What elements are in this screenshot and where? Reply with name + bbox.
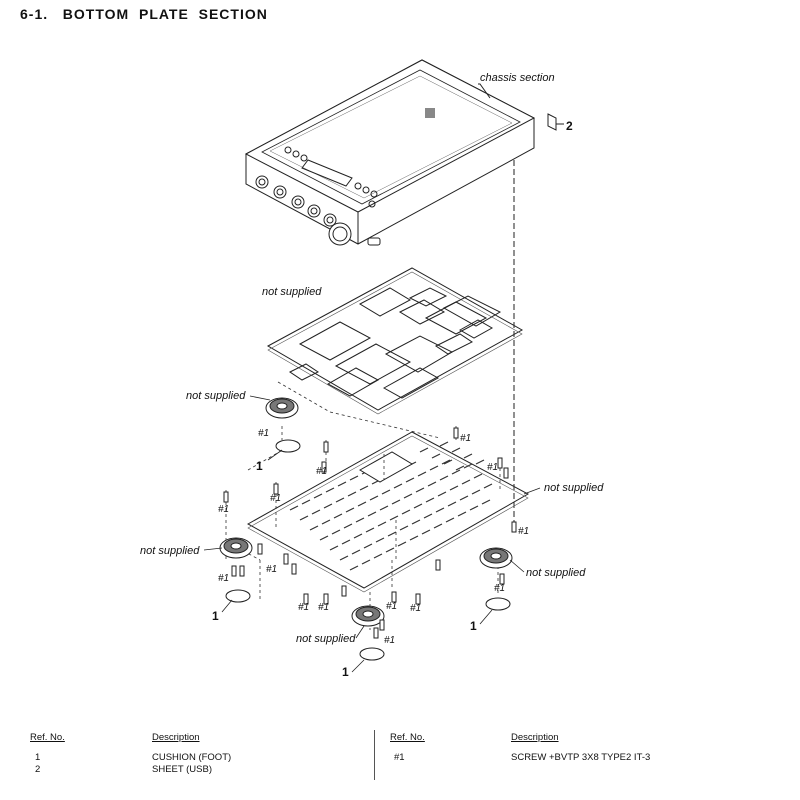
- label-ref-1-front: 1: [342, 665, 349, 679]
- chassis-unit: [244, 59, 536, 246]
- exploded-diagram: chassis section 2 not supplied not suppl…: [140, 59, 604, 679]
- part-description: CUSHION (FOOT): [152, 752, 232, 763]
- label-chassis-section: chassis section: [480, 72, 555, 84]
- screw-label: #1: [270, 493, 281, 504]
- parts-list: Ref. No. Description Ref. No. Descriptio…: [0, 728, 800, 800]
- screw-label: #1: [518, 526, 529, 537]
- part-description: SCREW +BVTP 3X8 TYPE2 IT-3: [511, 752, 651, 763]
- page-title: 6-1. BOTTOM PLATE SECTION: [20, 6, 268, 22]
- part-ref: 2: [35, 764, 41, 775]
- screw-label: #1: [487, 462, 498, 473]
- label-not-supplied-foot-right: not supplied: [526, 567, 586, 579]
- table-divider: [374, 730, 375, 780]
- foot-right: [479, 547, 513, 611]
- part-ref: #1: [394, 752, 405, 763]
- part-description: SHEET (USB): [152, 764, 213, 775]
- screw-label: #1: [318, 602, 329, 613]
- screw-label: #1: [316, 466, 327, 477]
- label-not-supplied-foot-rear: not supplied: [186, 390, 246, 402]
- part-ref: 1: [35, 752, 41, 763]
- foot-rear-left: [265, 397, 301, 453]
- screw-label: #1: [298, 602, 309, 613]
- header-description-left: Description: [152, 732, 200, 743]
- screw-label: #1: [258, 428, 269, 439]
- inner-frame: [266, 267, 524, 415]
- label-not-supplied-foot-front: not supplied: [296, 633, 356, 645]
- label-not-supplied-plate: not supplied: [544, 482, 604, 494]
- label-not-supplied-foot-left: not supplied: [140, 545, 200, 557]
- label-ref-1-left: 1: [212, 609, 219, 623]
- label-ref-1-right: 1: [470, 619, 477, 633]
- screws: [223, 427, 517, 639]
- screw-label: #1: [460, 433, 471, 444]
- label-ref-2: 2: [566, 119, 573, 133]
- screw-label: #1: [218, 573, 229, 584]
- header-ref-no-left: Ref. No.: [30, 732, 65, 743]
- sheet-usb-part: [547, 113, 564, 131]
- screw-label: #1: [266, 564, 277, 575]
- screw-label: #1: [384, 635, 395, 646]
- screw-label: #1: [386, 601, 397, 612]
- screw-label: #1: [410, 603, 421, 614]
- label-not-supplied-frame: not supplied: [262, 286, 322, 298]
- bottom-plate: [246, 431, 530, 593]
- label-ref-1-rear: 1: [256, 459, 263, 473]
- header-ref-no-right: Ref. No.: [390, 732, 425, 743]
- header-description-right: Description: [511, 732, 559, 743]
- screw-label: #1: [494, 583, 505, 594]
- foot-front: [351, 605, 385, 661]
- screw-label: #1: [218, 504, 229, 515]
